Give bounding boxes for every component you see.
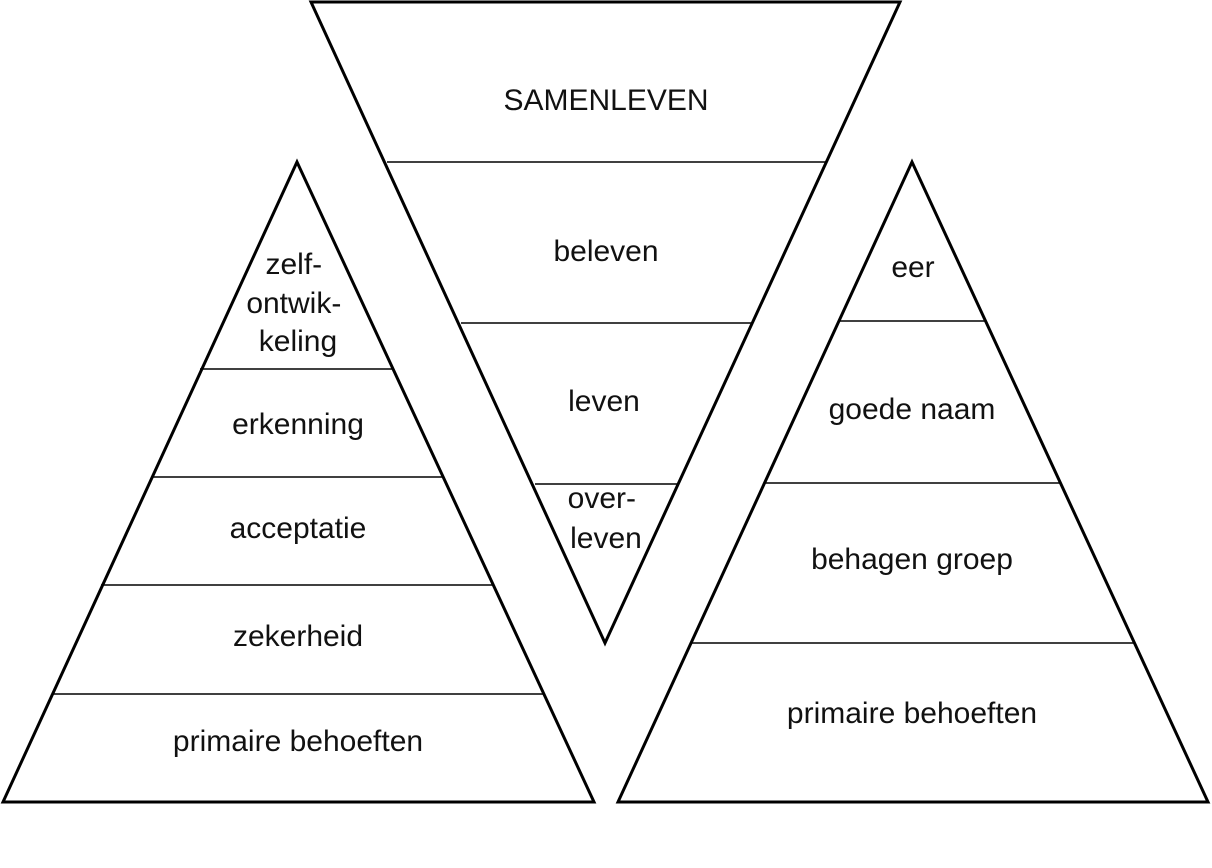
level-label-primaire-behoeften: primaire behoeften: [173, 725, 423, 758]
label-line: keling: [259, 325, 337, 358]
right-pyramid: eer goede naam behagen groep primaire be…: [615, 158, 1211, 804]
label-line: zelf-: [265, 248, 322, 281]
level-label-primaire-behoeften: primaire behoeften: [787, 697, 1037, 730]
level-label-eer: eer: [891, 251, 934, 284]
label-line: leven: [570, 522, 642, 555]
level-label-samenleven: SAMENLEVEN: [503, 84, 708, 117]
level-label-goede-naam: goede naam: [829, 393, 996, 426]
level-label-acceptatie: acceptatie: [230, 512, 367, 545]
level-label-beleven: beleven: [553, 235, 658, 268]
label-line: ontwik-: [246, 287, 341, 320]
label-line: over-: [568, 482, 636, 515]
center-inverted-triangle: SAMENLEVEN beleven leven over- leven: [308, 0, 903, 647]
level-label-erkenning: erkenning: [232, 408, 364, 441]
level-label-overleven: over- leven: [568, 482, 645, 555]
left-pyramid-outline: [0, 158, 597, 804]
left-pyramid: zelf- ontwik- keling erkenning acceptati…: [0, 158, 597, 804]
level-label-zekerheid: zekerheid: [233, 620, 363, 653]
level-label-leven: leven: [568, 385, 640, 418]
right-pyramid-outline: [615, 158, 1211, 804]
level-label-behagen-groep: behagen groep: [811, 543, 1013, 576]
level-label-zelfontwikkeling: zelf- ontwik- keling: [246, 248, 349, 358]
